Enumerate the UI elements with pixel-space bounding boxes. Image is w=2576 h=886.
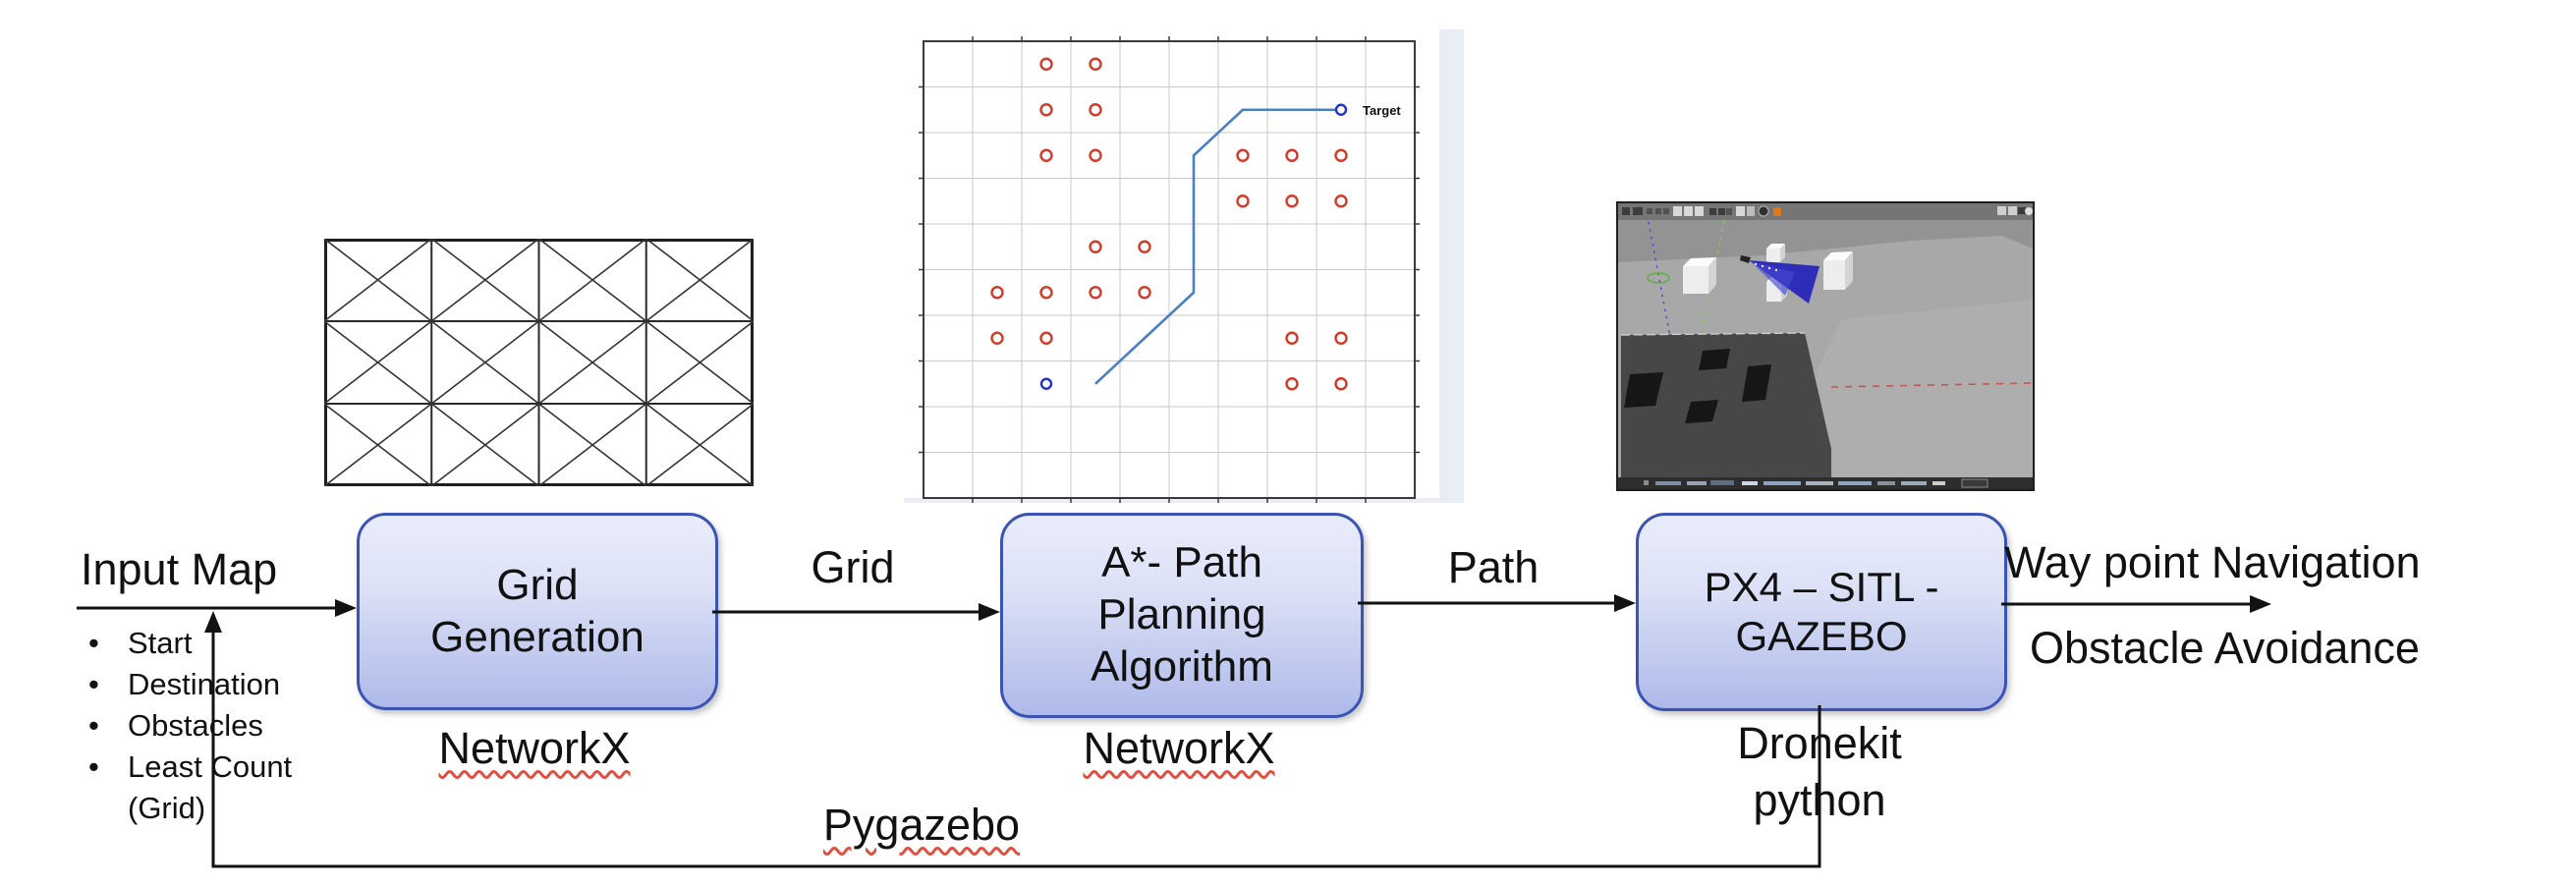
obstacle-point: [1089, 286, 1102, 300]
grid-generation-box-label: Grid Generation: [430, 560, 644, 661]
pygazebo-feedback-label: Pygazebo: [822, 800, 1021, 850]
gazebo-black-obstacle-1: [1699, 349, 1730, 370]
gazebo-black-obstacle-2: [1624, 372, 1663, 408]
obstacle-point: [1089, 57, 1102, 71]
dronekit-python-label: Dronekit python: [1737, 718, 1902, 825]
gazebo-ground-light-region: [1764, 300, 2033, 477]
obstacle-point: [990, 331, 1004, 345]
obstacle-point: [1285, 331, 1299, 345]
obstacle-point: [1039, 148, 1053, 162]
gazebo-white-box-top: [1766, 244, 1785, 262]
start-point: [1039, 377, 1053, 390]
gazebo-dark-ground-patch: [1621, 333, 1831, 477]
obstacle-avoidance-output-label: Obstacle Avoidance: [2030, 623, 2420, 673]
obstacle-point: [1039, 57, 1053, 71]
obstacle-point: [1334, 331, 1348, 345]
bullet-start: Start: [83, 623, 308, 664]
px4-sitl-gazebo-box: PX4 – SITL - GAZEBO: [1636, 513, 2007, 711]
gazebo-white-box-left: [1683, 257, 1716, 294]
obstacle-point: [1236, 148, 1250, 162]
gazebo-simulation-screenshot: [1616, 201, 2035, 491]
obstacle-point: [1089, 240, 1102, 253]
astar-box-label: A*- Path Planning Algorithm: [1091, 538, 1273, 691]
bullet-least-count: Least Count (Grid): [83, 747, 308, 829]
gazebo-green-ring-marker: [1647, 272, 1670, 284]
bullet-destination: Destination: [83, 664, 308, 705]
obstacle-point: [1039, 331, 1053, 345]
obstacle-point: [1334, 148, 1348, 162]
grid-generation-box: Grid Generation: [357, 513, 718, 710]
waypoint-navigation-output-label: Way point Navigation: [2004, 537, 2421, 587]
obstacle-point: [1236, 194, 1250, 208]
gazebo-drone-sensor-cone: [1740, 255, 1820, 304]
bullet-obstacles: Obstacles: [83, 705, 308, 747]
obstacle-point: [1285, 148, 1299, 162]
networkx-label-grid-generation: NetworkX: [438, 723, 631, 773]
astar-path-planning-box: A*- Path Planning Algorithm: [1000, 513, 1364, 718]
arrow-px4-to-outputs: [2001, 595, 2271, 613]
obstacle-point: [1285, 194, 1299, 208]
gazebo-drone-body: [1740, 255, 1751, 263]
planned-path-line: [1094, 108, 1341, 385]
target-point: [1334, 103, 1348, 116]
gazebo-status-bar: [1618, 477, 2033, 489]
obstacle-point: [1285, 377, 1299, 391]
obstacle-point: [1138, 240, 1151, 253]
path-arrow-label: Path: [1447, 542, 1540, 592]
obstacle-point: [1039, 103, 1053, 117]
obstacle-point: [1334, 194, 1348, 208]
gazebo-toolbar: [1618, 203, 2033, 220]
px4-box-label: PX4 – SITL - GAZEBO: [1704, 563, 1939, 659]
obstacle-point: [1138, 286, 1151, 300]
networkx-label-astar: NetworkX: [1083, 723, 1275, 773]
obstacle-point: [1089, 148, 1102, 162]
input-map-bullet-list: Start Destination Obstacles Least Count …: [83, 623, 308, 829]
gazebo-patch-edge-highlight: [1620, 332, 1806, 336]
gazebo-toolbar-orange-icon: [1773, 207, 1781, 216]
gazebo-black-obstacle-4: [1685, 400, 1718, 423]
gazebo-black-obstacle-3: [1742, 364, 1771, 402]
obstacle-point: [1089, 103, 1102, 117]
target-label: Target: [1363, 103, 1401, 118]
gazebo-white-box-right: [1823, 251, 1853, 290]
grid-arrow-label: Grid: [811, 542, 895, 592]
astar-path-plot-figure: Target: [904, 29, 1464, 503]
obstacle-point: [1334, 377, 1348, 391]
arrow-grid-generation-to-astar: [712, 603, 1000, 621]
arrow-input-to-grid-generation: [77, 599, 357, 617]
obstacle-point: [1039, 286, 1053, 300]
obstacle-point: [990, 286, 1004, 300]
arrow-astar-to-px4: [1358, 594, 1636, 612]
input-map-title: Input Map: [81, 544, 278, 594]
gazebo-status-button: [1961, 478, 1988, 488]
triangulated-grid-figure: [324, 239, 754, 486]
gazebo-green-dashed-axis: [1700, 219, 1725, 342]
gazebo-red-dashed-axis: [1830, 382, 2034, 388]
